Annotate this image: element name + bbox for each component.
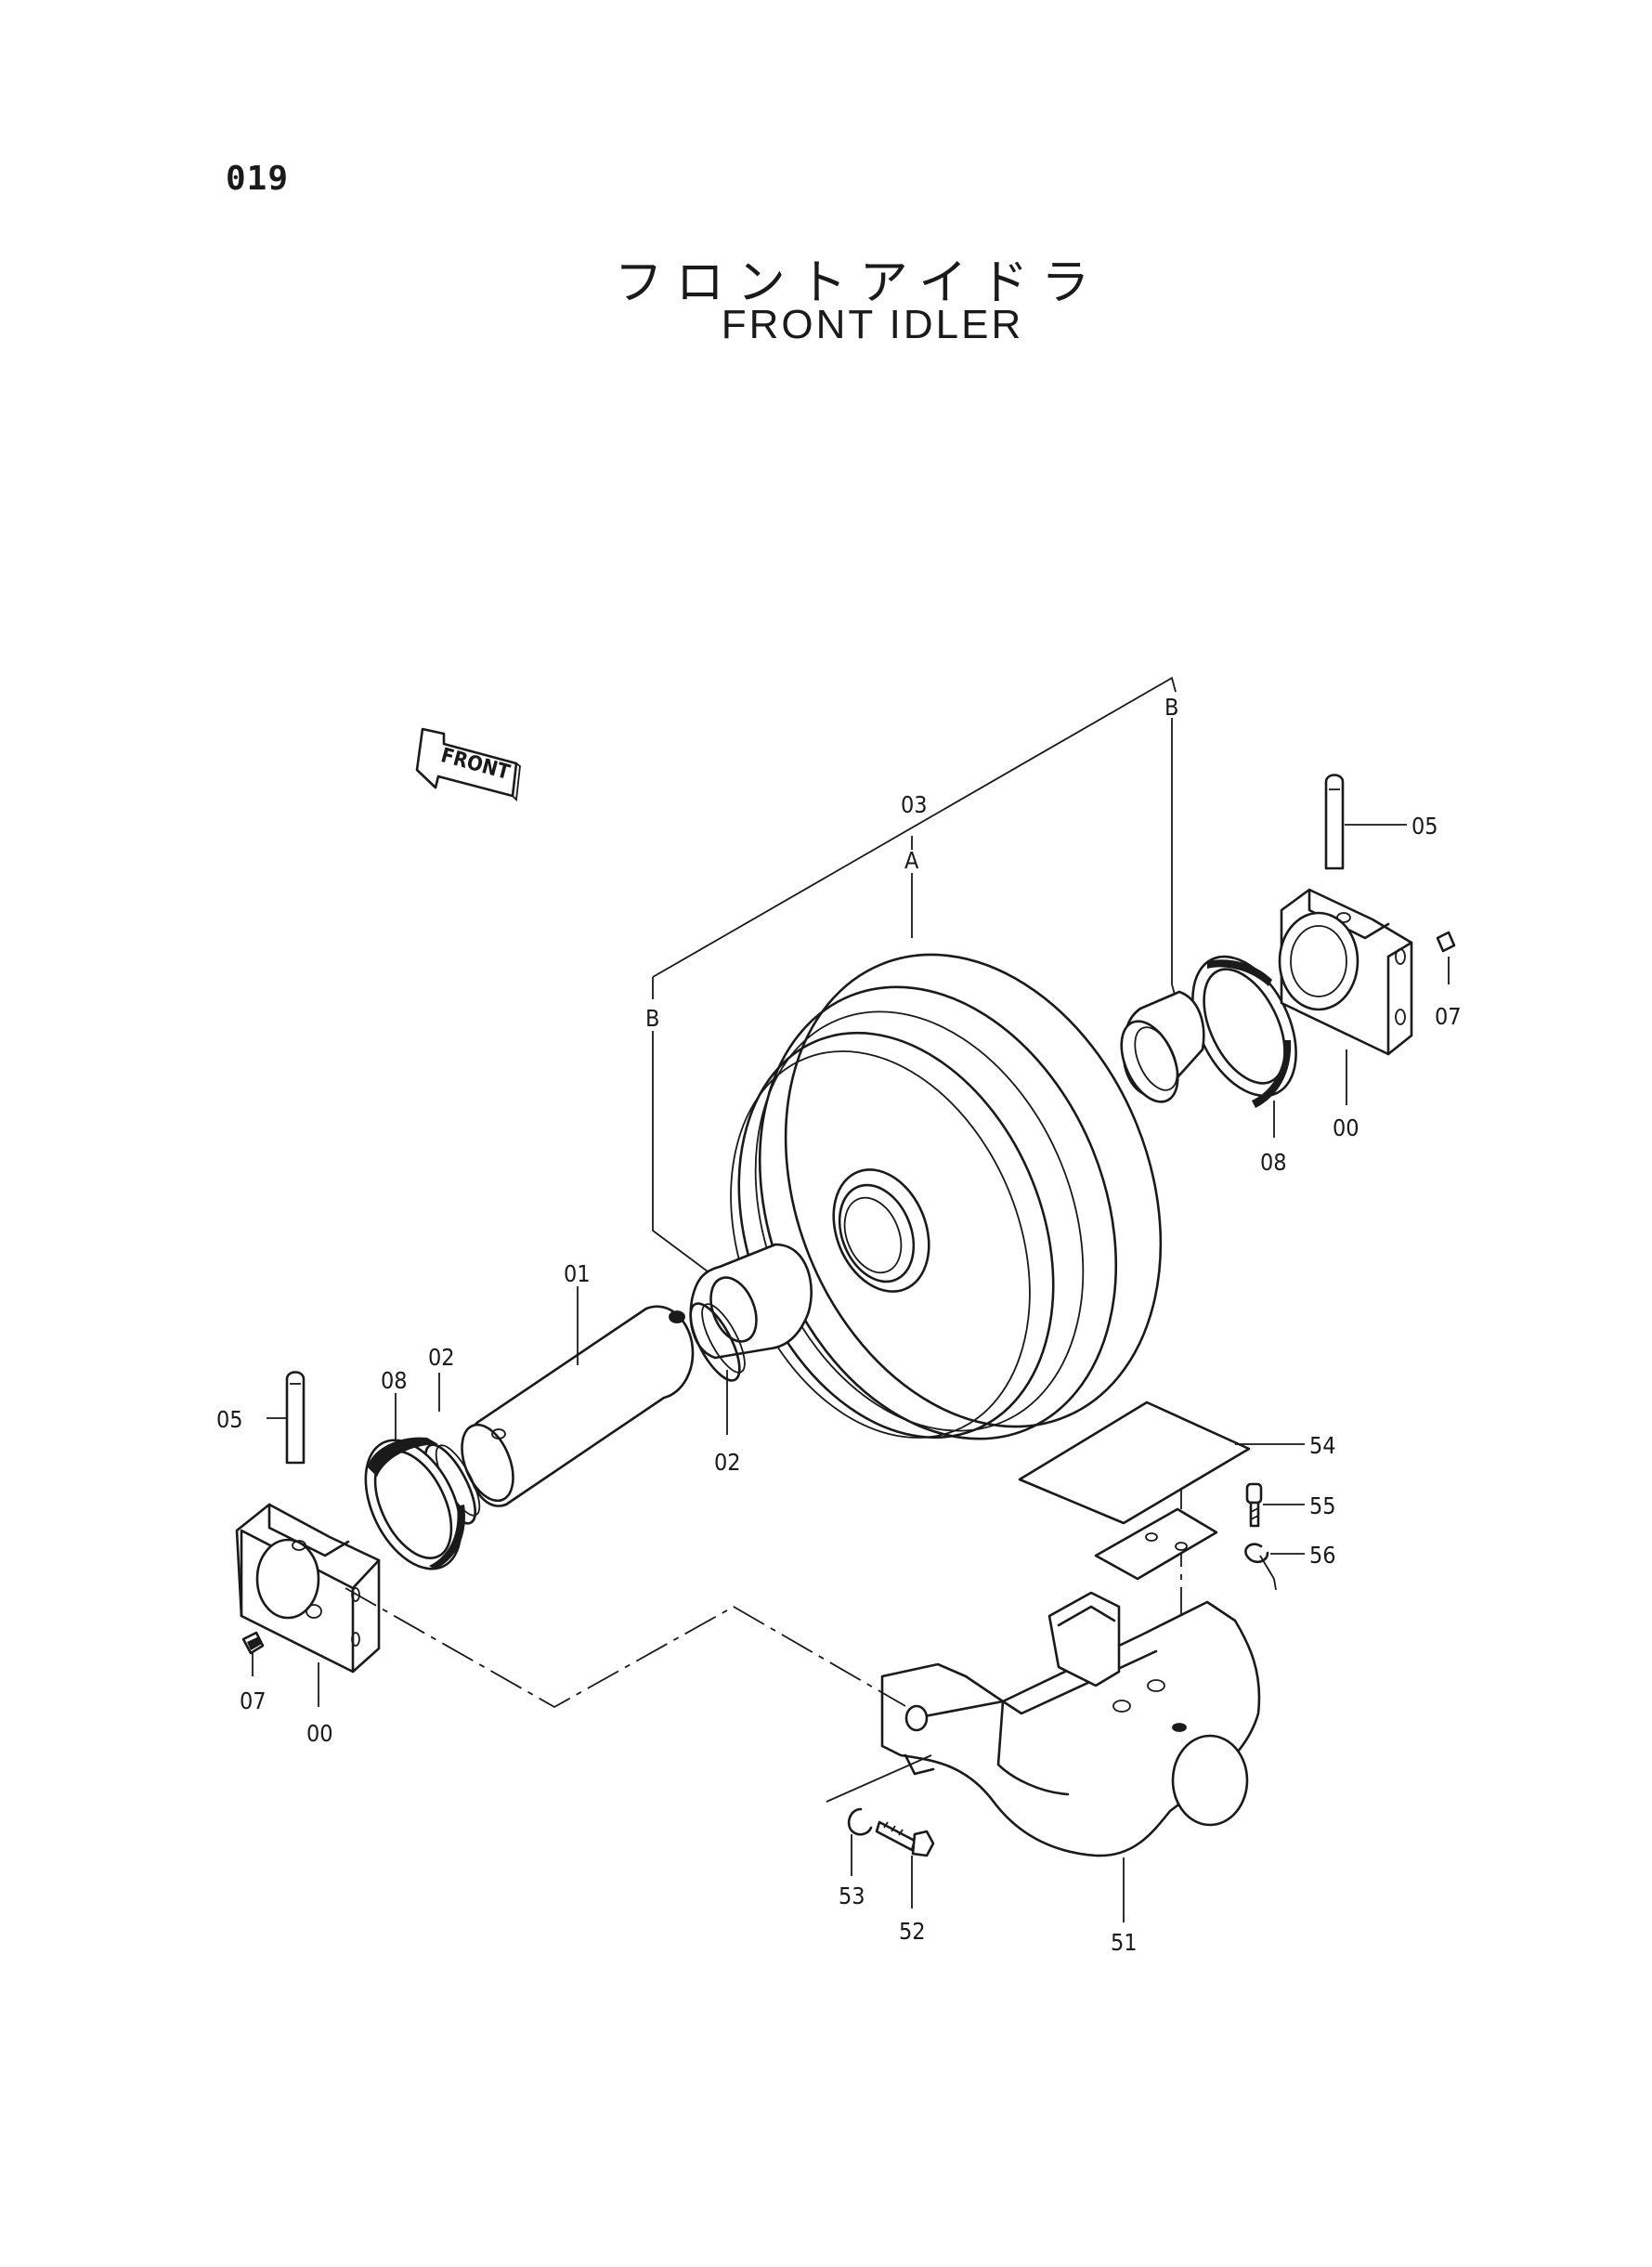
callout-05-right: 05 (1411, 813, 1438, 840)
washer-56 (1244, 1543, 1269, 1564)
callout-07-right: 07 (1435, 1003, 1462, 1030)
snap-ring-53 (847, 1807, 873, 1836)
connection-lines (345, 1555, 1277, 1803)
callout-54: 54 (1309, 1432, 1336, 1459)
idler-yoke (880, 1591, 1261, 1857)
bracket-left (235, 1503, 381, 1674)
bracket-right (1278, 888, 1413, 1056)
shaft (461, 1243, 813, 1507)
bolt-52 (875, 1820, 935, 1857)
page-number: 019 (226, 160, 290, 198)
title-japanese: フロントアイドラ (614, 255, 1103, 311)
pin-left (285, 1371, 306, 1465)
callout-08-right: 08 (1260, 1149, 1287, 1176)
callout-01: 01 (564, 1260, 591, 1287)
callout-53: 53 (839, 1883, 865, 1909)
bolt-55 (1245, 1482, 1263, 1528)
pin-right (1324, 774, 1345, 870)
plate (1018, 1401, 1251, 1581)
callout-55: 55 (1309, 1492, 1336, 1519)
front-direction-arrow: FRONT (415, 727, 521, 801)
callout-02-top: 02 (428, 1344, 455, 1371)
o-ring-right (689, 1302, 746, 1382)
callout-a: A (904, 847, 919, 874)
plug-right (1436, 931, 1456, 953)
reference-lines (652, 676, 1182, 1709)
callout-00-right: 00 (1333, 1114, 1359, 1141)
callout-05-left: 05 (216, 1406, 243, 1433)
callout-b-left: B (645, 1005, 659, 1032)
collar-right (1120, 990, 1205, 1103)
leader-lines (252, 824, 1450, 1922)
floating-seal-left (364, 1437, 465, 1570)
title-english: FRONT IDLER (721, 302, 1024, 347)
callout-08-left: 08 (381, 1367, 408, 1394)
callout-00-left: 00 (306, 1720, 333, 1747)
plug-left (241, 1631, 265, 1655)
callout-02-bottom: 02 (714, 1449, 741, 1476)
callout-07-left: 07 (240, 1687, 267, 1714)
callout-b-top: B (1164, 694, 1178, 721)
callout-labels: 03 A B B 05 07 00 08 01 02 02 08 05 07 0… (216, 694, 1462, 1956)
callout-51: 51 (1111, 1929, 1138, 1956)
callout-52: 52 (899, 1918, 926, 1945)
callout-56: 56 (1309, 1542, 1336, 1569)
callout-03: 03 (901, 791, 928, 818)
floating-seal-right (1191, 955, 1297, 1108)
